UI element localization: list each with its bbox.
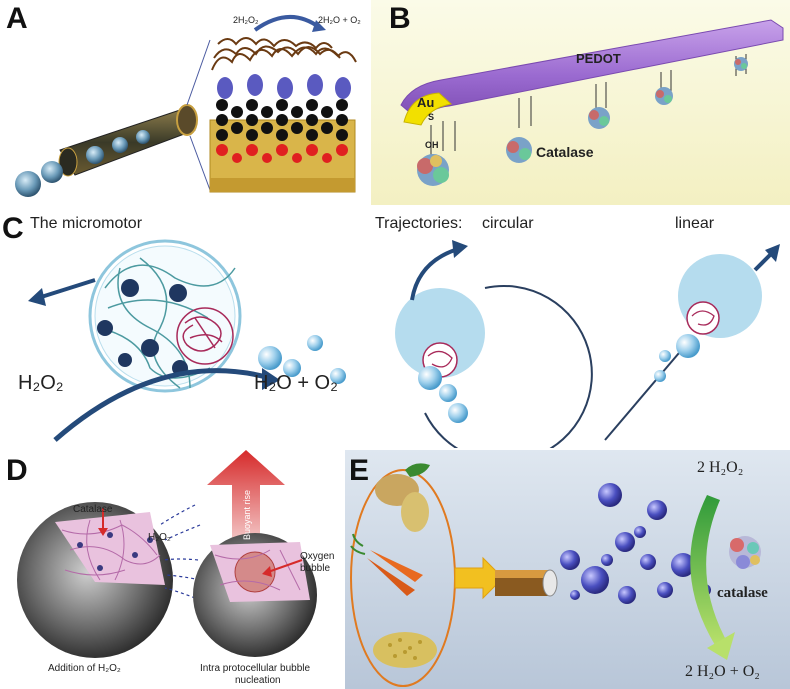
zoom-line-bottom: [189, 135, 211, 191]
motion-arrow: [37, 278, 96, 300]
microtube-e: [495, 569, 558, 597]
gold-label: Au: [417, 95, 435, 110]
bubble-label: bubble: [300, 563, 331, 574]
panel-a-label: A: [6, 2, 28, 35]
microtube-icon: [58, 104, 198, 177]
e-top-equation: 2 H₂O₂: [697, 459, 744, 476]
panel-d-illustration: [17, 450, 317, 658]
catalase-molecule: [729, 536, 761, 569]
carrot-icon: [350, 533, 423, 596]
h2o2-label-d: H₂O₂: [148, 532, 171, 543]
e-catalase-label: catalase: [717, 585, 768, 601]
trajectories-label: Trajectories:: [375, 215, 463, 232]
panel-c-illustration: [28, 239, 780, 448]
reaction-right-label: 2H₂O + O₂: [318, 15, 361, 25]
buoyant-arrow: [207, 450, 285, 550]
product-bubbles: [258, 335, 346, 384]
catalase-label-d: Catalase: [73, 504, 113, 515]
grain-icon: [373, 632, 437, 668]
addition-caption: Addition of H₂O₂: [48, 663, 121, 674]
reaction-left-label: 2H₂O₂: [233, 15, 259, 25]
e-bottom-equation: 2 H₂O + O₂: [685, 663, 760, 680]
panel-b-label: B: [389, 2, 411, 35]
panel-e-label: E: [349, 454, 370, 487]
panel-d: D Catalase H₂O₂ Buoyant rise Oxygen bubb…: [0, 450, 340, 689]
oxygen-bubble-trail: [15, 130, 150, 197]
enzyme-cluster: [211, 37, 357, 71]
protocell-right: [193, 533, 317, 657]
thiol-label: S: [428, 112, 435, 122]
panel-b: B PEDOT Au Catalase S OH: [371, 0, 790, 205]
micromotor-title: The micromotor: [30, 215, 143, 232]
potato-icon: [375, 463, 430, 532]
panel-a-illustration: [15, 15, 357, 197]
buoyant-label: Buoyant rise: [242, 489, 252, 540]
panel-e-illustration: [345, 450, 790, 689]
process-arrow: [454, 556, 504, 600]
circular-label: circular: [482, 215, 534, 232]
protocell-left: [17, 502, 201, 658]
panel-d-label: D: [6, 454, 28, 487]
catalase-enzymes: [417, 57, 748, 186]
panel-b-illustration: [371, 0, 790, 205]
pedot-label: PEDOT: [576, 51, 621, 66]
catalase-label: Catalase: [536, 144, 594, 160]
gold-layer: [403, 92, 453, 126]
reaction-arrow-e: [690, 495, 725, 645]
panel-c: C The micromotor Trajectories: circular …: [0, 208, 790, 448]
products-label: H₂O + O₂: [254, 372, 338, 394]
intra-caption-line1: Intra protocellular bubble: [200, 663, 311, 674]
reaction-arrow: [253, 15, 322, 32]
oxygen-label: Oxygen: [300, 551, 335, 562]
linear-label: linear: [675, 215, 715, 232]
panel-a: A 2H₂O₂ 2H₂O + O₂: [0, 0, 368, 205]
circular-trajectory: [395, 240, 593, 448]
intra-caption-line2: nucleation: [235, 675, 281, 686]
zoom-line-top: [186, 39, 211, 106]
panel-c-label: C: [2, 212, 24, 245]
linear-trajectory: [604, 244, 780, 441]
hydroxyl-label: OH: [425, 140, 439, 150]
catalase-coil: [176, 307, 234, 365]
panel-e: E 2 H₂O₂ catalase 2 H₂O + O₂: [345, 450, 790, 689]
pillar-layer: [216, 74, 351, 163]
substrate-arrow: [53, 368, 271, 442]
substrate-label: H₂O₂: [18, 372, 64, 394]
